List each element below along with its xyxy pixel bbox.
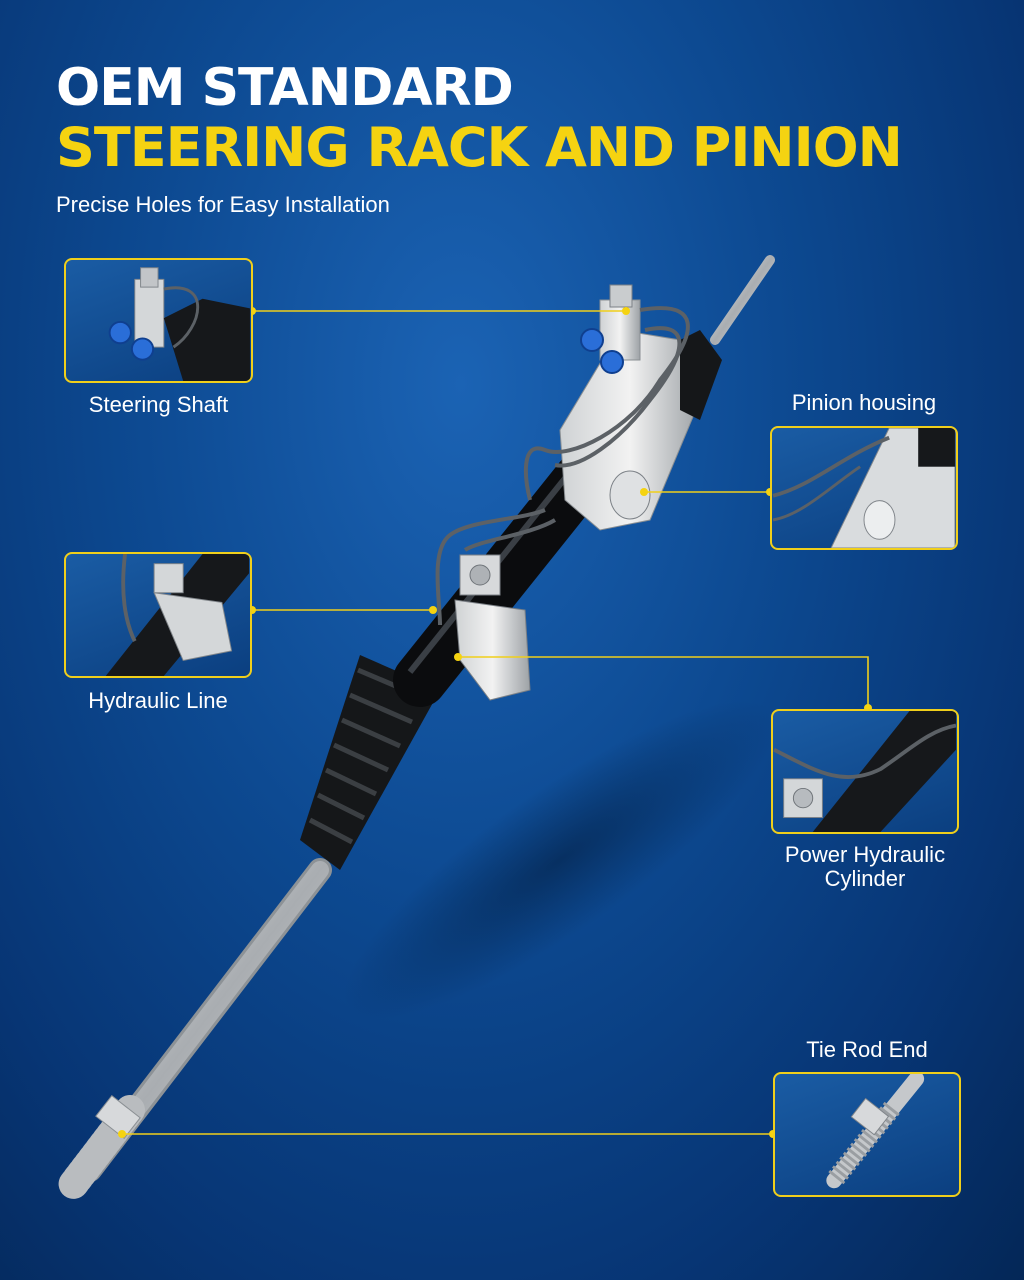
floor-shadow <box>343 700 777 1020</box>
steering-shaft-label: Steering Shaft <box>88 392 229 417</box>
upper-boot <box>680 330 722 420</box>
lower-tie-rod <box>57 858 332 1201</box>
hydraulic-line-label: Hydraulic Line <box>88 688 228 713</box>
pinion-housing-body <box>559 284 701 531</box>
hydraulic-line-detail-image <box>105 554 250 676</box>
hydraulic-lines <box>435 306 690 626</box>
tie-rod-end-label: Tie Rod End <box>806 1037 928 1062</box>
upper-tie-rod <box>710 255 775 345</box>
mounting-clamp <box>454 554 531 701</box>
title-line-1: OEM STANDARD <box>56 58 514 118</box>
tie-rod-end-thumbnail <box>773 1072 961 1197</box>
pinion-housing-thumbnail <box>770 426 958 550</box>
power-cylinder-thumbnail <box>771 709 959 834</box>
title-line-2: STEERING RACK AND PINION <box>56 116 903 179</box>
power-cylinder-detail-image <box>773 711 957 832</box>
steering-shaft-thumbnail <box>64 258 253 383</box>
callout-lines <box>122 310 869 1135</box>
callout-dots <box>118 307 872 1138</box>
power-cylinder-label-line-2: Cylinder <box>824 866 906 891</box>
power-cylinder-label-line-1: Power Hydraulic <box>784 842 946 867</box>
pinion-housing-detail-image <box>772 428 956 548</box>
pinion-housing-label: Pinion housing <box>791 390 937 415</box>
hydraulic-line-thumbnail <box>64 552 252 678</box>
power-cylinder-label: Power Hydraulic Cylinder <box>771 843 959 891</box>
blue-cap-2 <box>600 350 624 374</box>
blue-cap-1 <box>580 328 604 352</box>
steering-shaft-detail-image <box>108 267 250 381</box>
subtitle: Precise Holes for Easy Installation <box>56 192 390 217</box>
tie-rod-end-detail-image <box>826 1074 925 1189</box>
